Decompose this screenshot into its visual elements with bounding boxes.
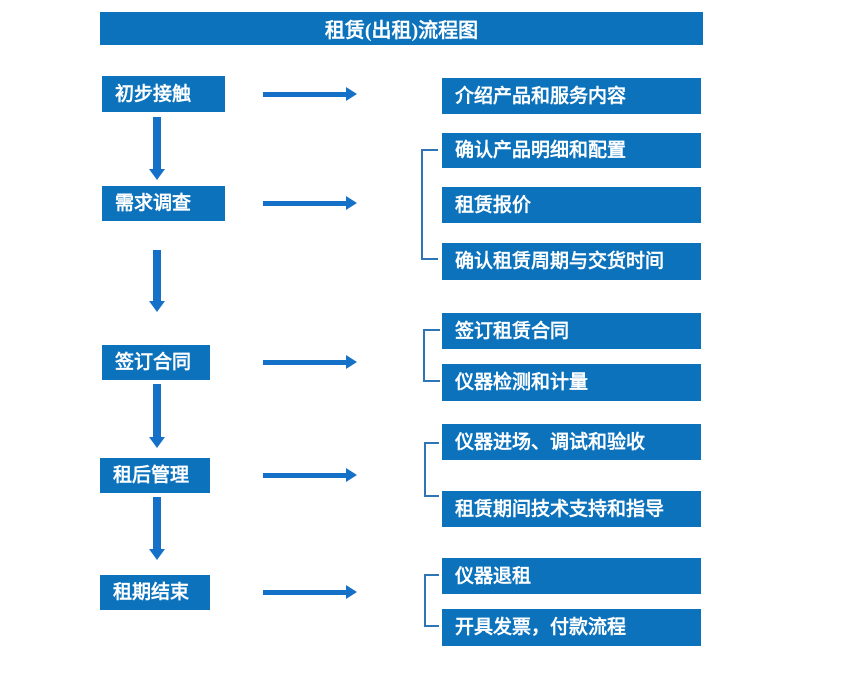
detail-box-sign-rental-contract: 签订租赁合同 bbox=[442, 313, 701, 349]
right-arrow-icon bbox=[263, 196, 357, 210]
down-arrow-icon bbox=[149, 250, 165, 312]
step-box-demand-survey: 需求调查 bbox=[102, 186, 225, 221]
right-arrow-icon bbox=[263, 585, 357, 599]
right-arrow-icon bbox=[263, 355, 357, 369]
flowchart-title: 租赁(出租)流程图 bbox=[100, 12, 703, 45]
detail-box-confirm-period-delivery: 确认租赁周期与交货时间 bbox=[442, 243, 701, 280]
bracket-connector bbox=[423, 329, 440, 382]
detail-box-instrument-return: 仪器退租 bbox=[442, 558, 701, 594]
down-arrow-icon bbox=[149, 117, 165, 180]
detail-box-confirm-product-config: 确认产品明细和配置 bbox=[442, 133, 701, 168]
step-box-rental-end: 租期结束 bbox=[100, 575, 210, 610]
bracket-connector bbox=[424, 442, 439, 497]
step-box-initial-contact: 初步接触 bbox=[102, 76, 225, 112]
bracket-connector bbox=[421, 149, 438, 260]
down-arrow-icon bbox=[149, 384, 165, 448]
detail-box-instrument-setup-acceptance: 仪器进场、调试和验收 bbox=[442, 424, 701, 460]
right-arrow-icon bbox=[263, 468, 357, 482]
detail-box-introduce-products: 介绍产品和服务内容 bbox=[442, 78, 701, 114]
detail-box-rental-quote: 租赁报价 bbox=[442, 187, 701, 223]
detail-box-technical-support: 租赁期间技术支持和指导 bbox=[442, 491, 701, 527]
bracket-connector bbox=[424, 574, 439, 627]
down-arrow-icon bbox=[149, 497, 165, 560]
detail-box-invoice-payment: 开具发票，付款流程 bbox=[442, 609, 701, 646]
step-box-post-rental-management: 租后管理 bbox=[100, 458, 210, 493]
detail-box-instrument-test-calibration: 仪器检测和计量 bbox=[442, 364, 701, 401]
right-arrow-icon bbox=[263, 87, 357, 101]
step-box-sign-contract: 签订合同 bbox=[102, 345, 210, 380]
